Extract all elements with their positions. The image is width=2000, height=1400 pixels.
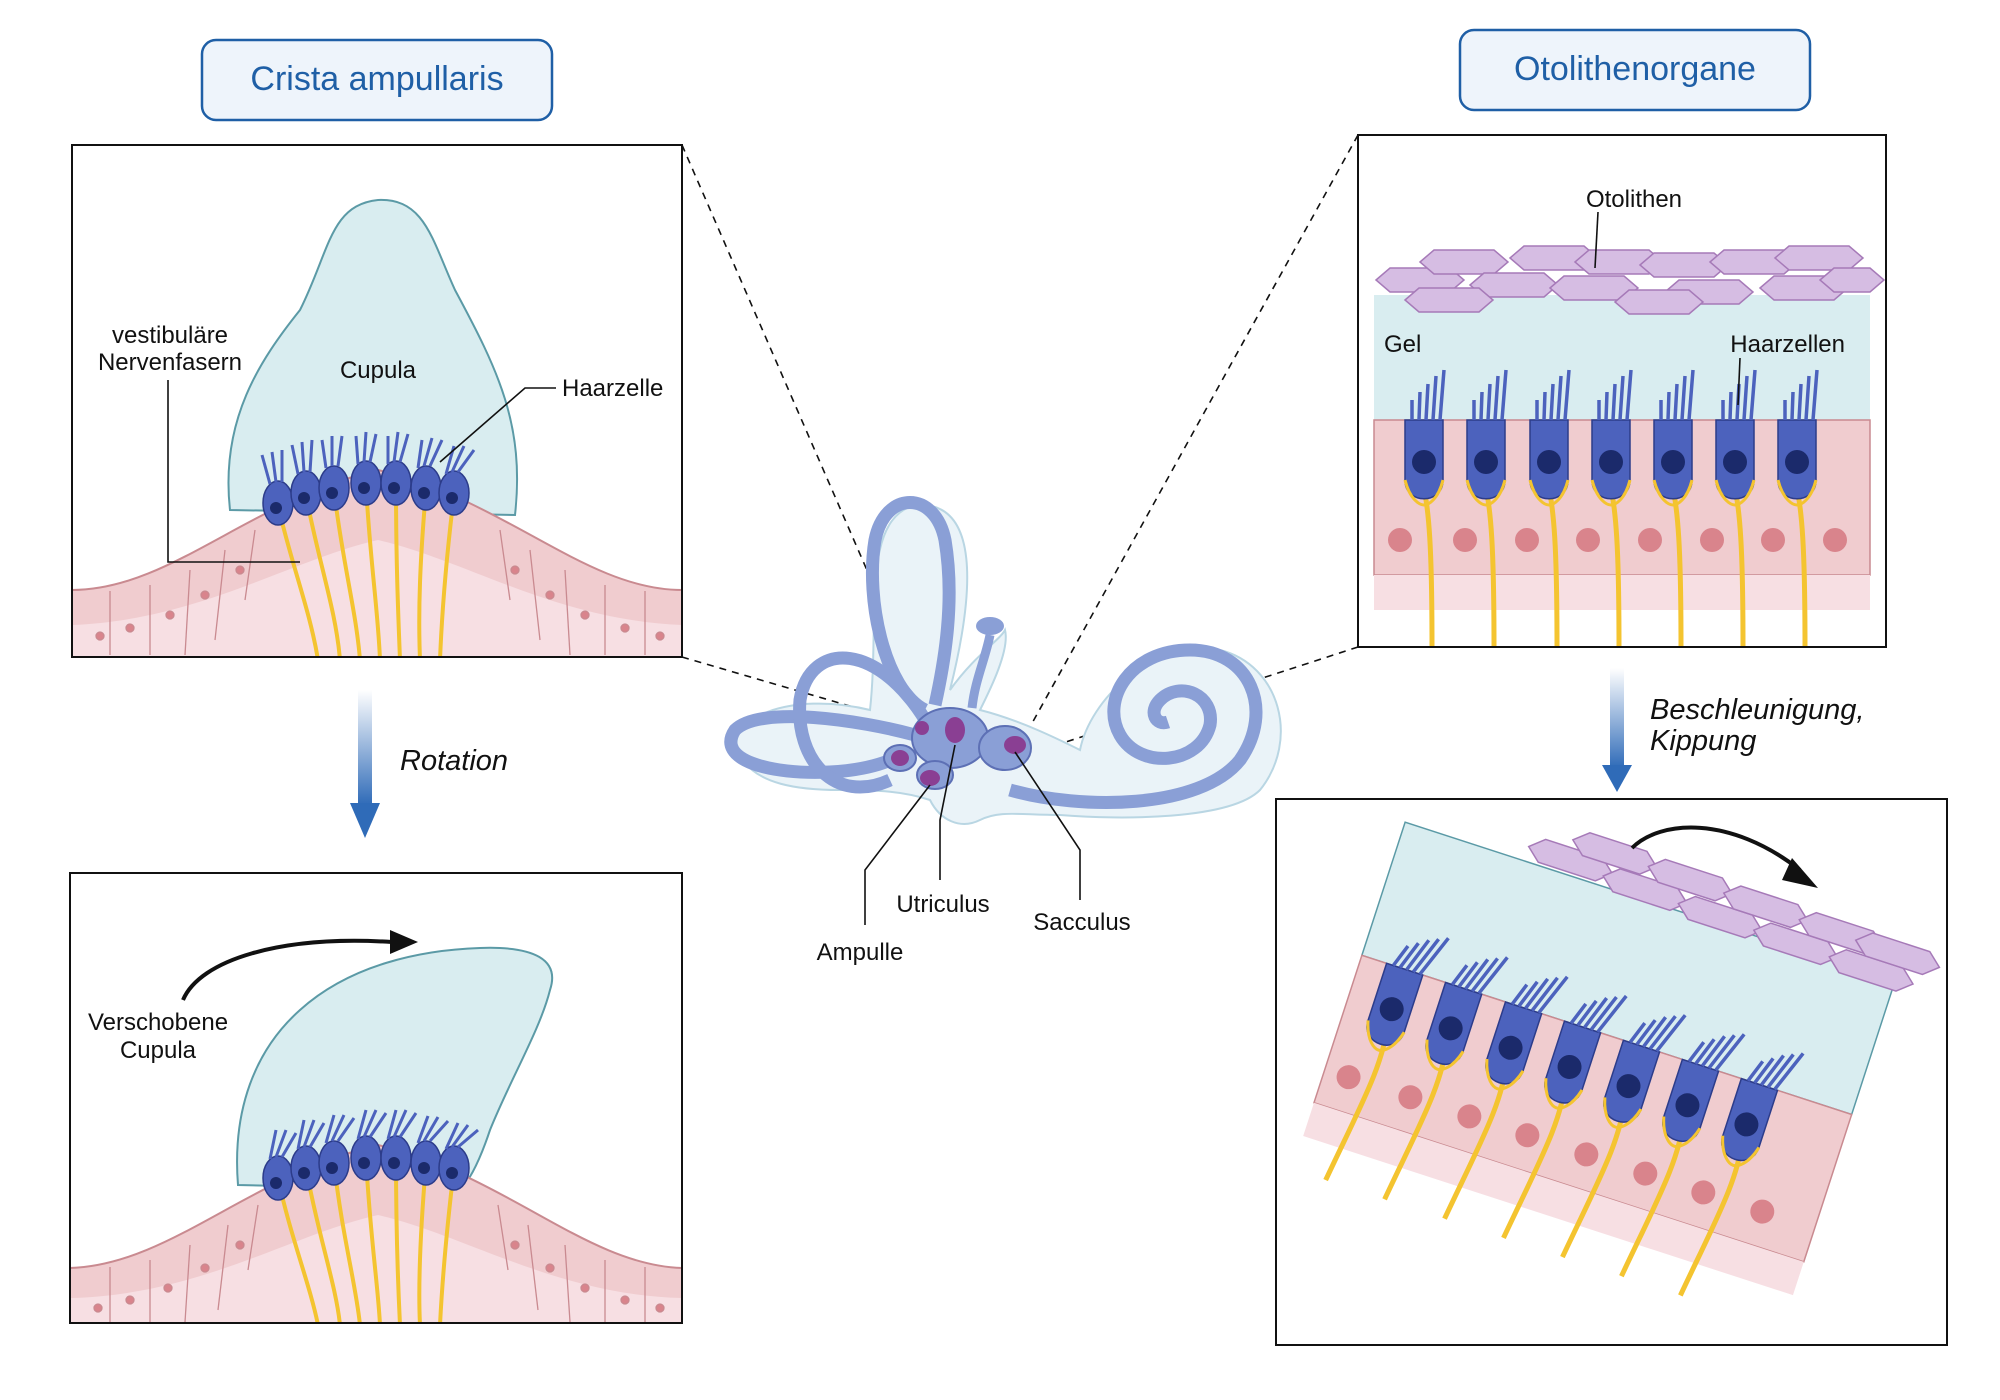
- rotation-label: Rotation: [400, 745, 508, 777]
- otolithen-label: Otolithen: [1586, 186, 1682, 213]
- shifted-hair-cells: [262, 1109, 479, 1201]
- zoom-lines: [681, 134, 1359, 753]
- shifted-cupula-panel: Verschobene Cupula: [69, 872, 683, 1324]
- accel-label-1: Beschleunigung,: [1650, 694, 1864, 726]
- sacculus-label: Sacculus: [1033, 909, 1130, 936]
- ampulla-crista: [920, 770, 940, 786]
- otolith-title-box: Otolithenorgane: [1458, 28, 1812, 112]
- tilted-otolith-panel: [1275, 798, 1948, 1346]
- crista-title-box: Crista ampullaris: [200, 38, 554, 122]
- gel-label: Gel: [1384, 331, 1421, 358]
- sacculus-macula: [1004, 736, 1026, 754]
- acceleration-arrow: Beschleunigung, Kippung: [1602, 668, 1864, 792]
- haarzelle-label: Haarzelle: [562, 375, 663, 402]
- otolith-hair-cells: [1403, 369, 1819, 507]
- vestibular-fibers-label-1: vestibuläre: [112, 322, 228, 349]
- ampulle-label: Ampulle: [817, 939, 904, 966]
- vestibular-fibers-label-2: Nervenfasern: [98, 349, 242, 376]
- shifted-cupula-label-1: Verschobene: [88, 1009, 228, 1036]
- otolith-panel: Otolithen Gel Haarzellen: [1357, 134, 1887, 648]
- crista-title: Crista ampullaris: [250, 60, 503, 98]
- accel-label-2: Kippung: [1650, 725, 1756, 757]
- down-arrow-icon: [1610, 668, 1624, 768]
- utriculus-label: Utriculus: [896, 891, 989, 918]
- otolith-crystals: [1374, 245, 1886, 315]
- cupula-label: Cupula: [340, 357, 417, 384]
- haarzellen-label: Haarzellen: [1730, 331, 1845, 358]
- rotation-arrow: Rotation: [350, 690, 508, 838]
- shifted-cupula-label-2: Cupula: [120, 1037, 197, 1064]
- curved-arrow-icon: [1630, 825, 1818, 888]
- otolith-title: Otolithenorgane: [1514, 50, 1756, 88]
- curved-arrow-icon: [181, 930, 418, 1001]
- crista-panel: vestibuläre Nervenfasern Cupula Haarzell…: [71, 144, 683, 658]
- inner-ear-labyrinth: [724, 496, 1282, 925]
- down-arrow-icon: [358, 690, 372, 805]
- utriculus-macula: [945, 717, 965, 743]
